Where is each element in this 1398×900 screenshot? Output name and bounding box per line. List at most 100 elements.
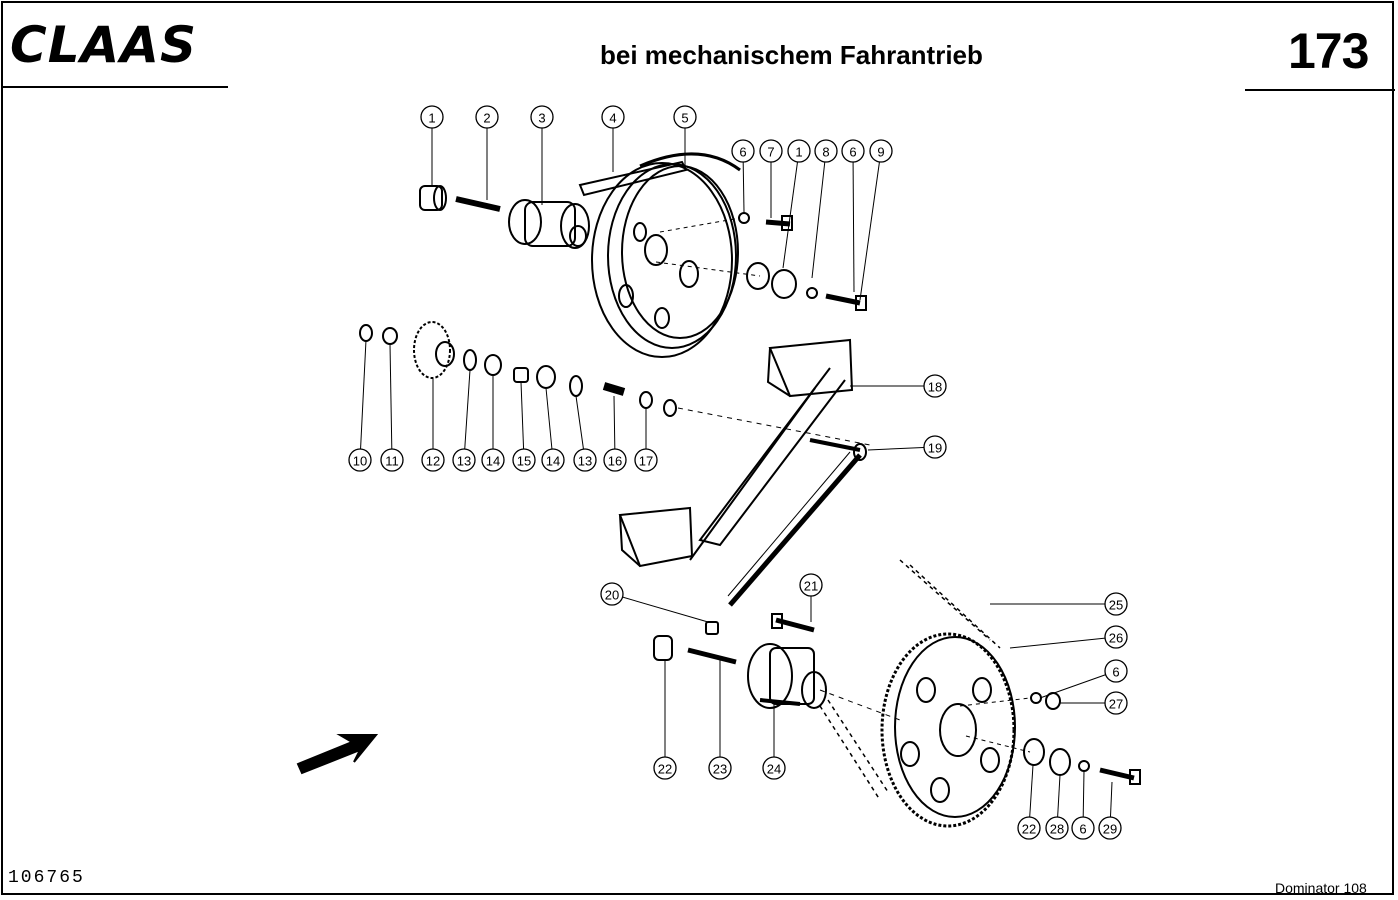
callout-number: 5	[681, 111, 688, 126]
callout-number: 1	[428, 111, 435, 126]
part-callout-1: 1	[420, 105, 444, 129]
part-callout-14: 14	[541, 448, 565, 472]
callout-number: 26	[1109, 631, 1123, 646]
part-callout-6: 6	[1071, 816, 1095, 840]
callout-leader-line	[359, 339, 367, 461]
lower-small-parts	[653, 613, 1141, 785]
callout-circle	[1104, 691, 1128, 715]
part-callout-23: 23	[708, 756, 732, 780]
callout-leader-line	[852, 150, 855, 293]
callout-circle	[512, 448, 536, 472]
callout-number: 13	[457, 454, 471, 469]
callout-number: 6	[1079, 822, 1086, 837]
callout-circle	[673, 105, 697, 129]
part-callout-6: 6	[731, 139, 755, 163]
callout-circle	[1098, 816, 1122, 840]
callout-number: 13	[578, 454, 592, 469]
callout-circle	[601, 105, 625, 129]
callout-circle	[759, 139, 783, 163]
callout-number: 29	[1103, 822, 1117, 837]
part-callout-22: 22	[653, 756, 677, 780]
callout-circle	[481, 448, 505, 472]
callout-circle	[420, 105, 444, 129]
hub-3	[508, 199, 590, 249]
part-callout-4: 4	[601, 105, 625, 129]
callout-number: 21	[804, 579, 818, 594]
callout-number: 7	[767, 145, 774, 160]
callout-circle	[708, 756, 732, 780]
callout-leader-line	[611, 593, 709, 623]
bushing-1-upper	[419, 185, 447, 211]
callout-circle	[541, 448, 565, 472]
callout-number: 18	[928, 380, 942, 395]
callout-number: 2	[483, 111, 490, 126]
claas-logo: CLAAS	[10, 20, 196, 68]
callout-circle	[653, 756, 677, 780]
callout-number: 19	[928, 441, 942, 456]
part-callout-20: 20	[600, 582, 624, 606]
callout-circle	[530, 105, 554, 129]
callout-leader-line	[520, 381, 525, 461]
callout-number: 6	[849, 145, 856, 160]
callout-number: 8	[822, 145, 829, 160]
callout-number: 22	[1022, 822, 1036, 837]
part-callout-10: 10	[348, 448, 372, 472]
callout-circle	[1104, 592, 1128, 616]
callout-circle	[348, 448, 372, 472]
callout-number: 3	[538, 111, 545, 126]
header-rule-right	[1245, 89, 1395, 91]
callout-number: 14	[546, 454, 560, 469]
callout-circle	[1017, 816, 1041, 840]
callout-circle	[421, 448, 445, 472]
callout-circle	[787, 139, 811, 163]
callout-number: 28	[1050, 822, 1064, 837]
callout-circle	[869, 139, 893, 163]
part-callout-14: 14	[481, 448, 505, 472]
callout-circle	[600, 582, 624, 606]
callout-number: 20	[605, 588, 619, 603]
support-bracket-18	[618, 338, 854, 568]
part-callout-27: 27	[1104, 691, 1128, 715]
callout-number: 6	[739, 145, 746, 160]
callout-circle	[1045, 816, 1069, 840]
hardware-upper-right	[738, 212, 867, 311]
page-title: bei mechanischem Fahrantrieb	[600, 40, 983, 70]
callout-number: 4	[609, 111, 616, 126]
part-callout-17: 17	[634, 448, 658, 472]
callout-number: 15	[517, 454, 531, 469]
part-callout-1: 1	[787, 139, 811, 163]
callout-number: 24	[767, 762, 781, 777]
pin-2-upper	[455, 196, 501, 212]
callout-number: 27	[1109, 697, 1123, 712]
part-callout-22: 22	[1017, 816, 1041, 840]
chain-25	[819, 559, 1001, 801]
part-callout-21: 21	[799, 573, 823, 597]
callout-circle	[1104, 659, 1128, 683]
callout-number: 10	[353, 454, 367, 469]
sprocket-set-middle	[359, 321, 871, 446]
callout-circle	[923, 374, 947, 398]
callout-circle	[1071, 816, 1095, 840]
callout-leader-line	[1009, 636, 1117, 649]
callout-number: 14	[486, 454, 500, 469]
part-callout-12: 12	[421, 448, 445, 472]
callout-number: 16	[608, 454, 622, 469]
belt-pulley	[591, 152, 741, 358]
part-callout-13: 13	[573, 448, 597, 472]
part-callout-24: 24	[762, 756, 786, 780]
callout-number: 9	[877, 145, 884, 160]
part-callout-11: 11	[380, 448, 404, 472]
part-callout-2: 2	[475, 105, 499, 129]
callout-circle	[1104, 625, 1128, 649]
part-callout-8: 8	[814, 139, 838, 163]
hub-24	[747, 643, 827, 709]
callout-circle	[731, 139, 755, 163]
callout-number: 6	[1112, 665, 1119, 680]
part-callout-5: 5	[673, 105, 697, 129]
callout-circle	[573, 448, 597, 472]
callout-circle	[475, 105, 499, 129]
callout-leader-line	[859, 150, 882, 301]
callout-number: 1	[795, 145, 802, 160]
callout-leader-line	[1039, 670, 1117, 699]
